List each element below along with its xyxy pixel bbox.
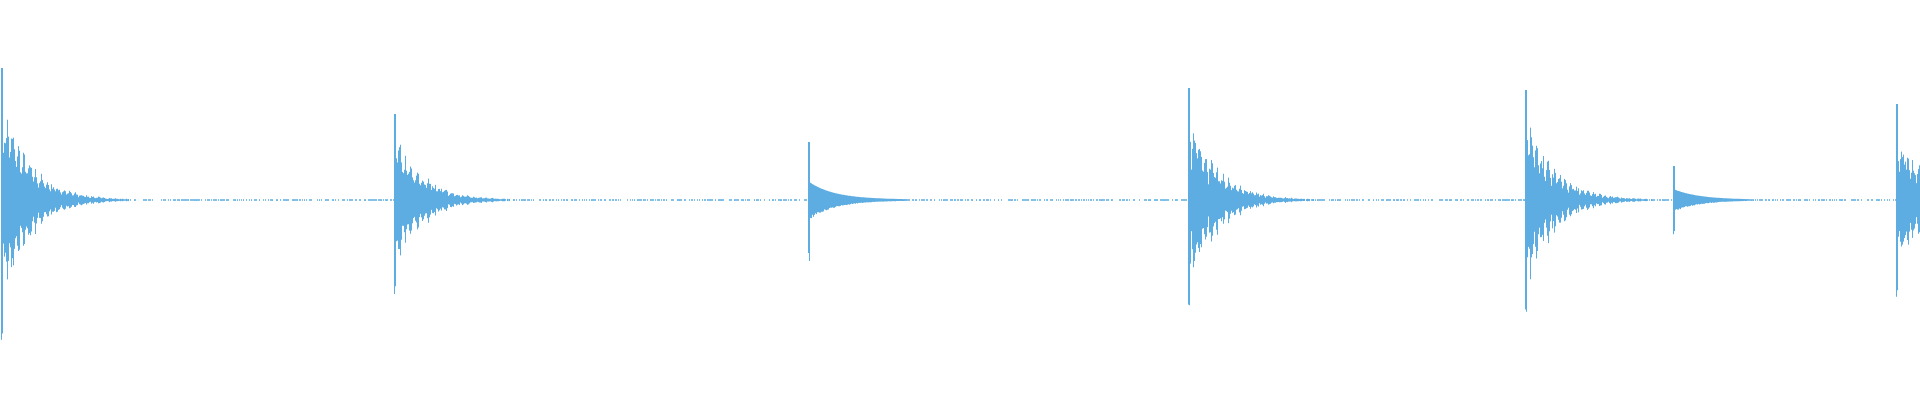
waveform-path bbox=[1, 68, 1920, 340]
